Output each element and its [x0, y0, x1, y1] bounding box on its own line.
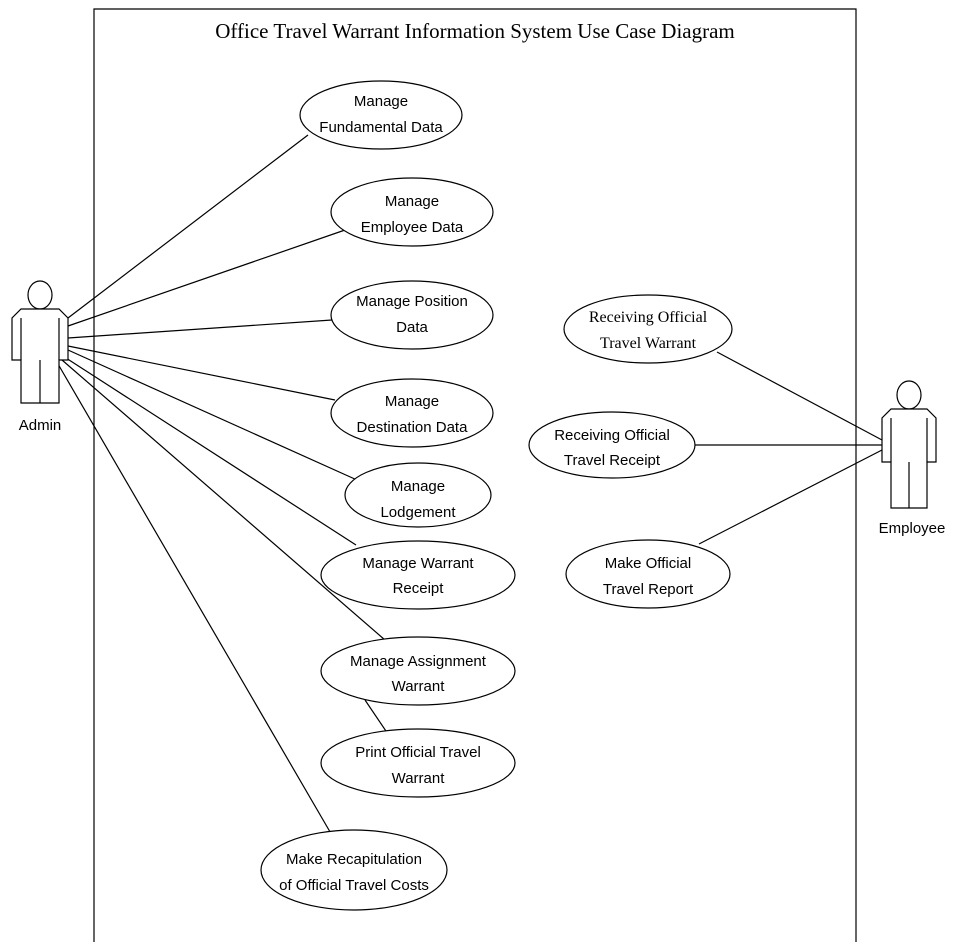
use-case-label: Lodgement [380, 504, 456, 521]
use-case-label: Travel Receipt [564, 452, 661, 469]
admin-associations [57, 134, 391, 838]
use-case-receiving-official-travel-warrant[interactable]: Receiving Official Travel Warrant [563, 294, 733, 364]
use-case-label: Make Recapitulation [286, 851, 422, 868]
actor-head [27, 280, 53, 310]
actor-body [881, 408, 937, 509]
use-case-label: Manage Warrant [362, 555, 474, 572]
use-case-label: Fundamental Data [319, 119, 443, 136]
use-case-label: Warrant [392, 770, 446, 787]
use-case-label: Receiving Official [554, 427, 670, 444]
use-case-label: Employee Data [361, 219, 464, 236]
association-line [67, 319, 333, 339]
use-case-label: Manage Assignment [350, 653, 487, 670]
use-case-label: Travel Report [603, 581, 694, 598]
use-case-manage-employee-data[interactable]: Manage Employee Data [330, 177, 494, 247]
admin-actor[interactable]: Admin [11, 280, 69, 434]
use-case-manage-fundamental-data[interactable]: Manage Fundamental Data [299, 80, 463, 150]
use-case-label: Manage [385, 193, 439, 210]
association-line [65, 357, 357, 546]
use-case-label: Make Official [605, 555, 691, 572]
use-case-label: Manage [391, 478, 445, 495]
actor-head [896, 380, 922, 410]
association-line [61, 359, 386, 641]
use-case-manage-position-data[interactable]: Manage Position Data [330, 280, 494, 350]
association-line [67, 229, 346, 327]
system-boundary [93, 8, 857, 942]
use-case-label: Manage [385, 393, 439, 410]
use-case-label: Receipt [393, 580, 445, 597]
use-case-make-official-travel-report[interactable]: Make Official Travel Report [565, 539, 731, 609]
association-line [698, 449, 883, 545]
use-case-manage-assignment-warrant[interactable]: Manage Assignment Warrant [320, 636, 516, 706]
association-line [67, 349, 358, 481]
employee-associations [694, 351, 883, 545]
use-case-print-official-travel-warrant[interactable]: Print Official Travel Warrant [320, 728, 516, 798]
use-case-receiving-official-travel-receipt[interactable]: Receiving Official Travel Receipt [528, 411, 696, 479]
association-line [67, 134, 309, 319]
use-case-label: Travel Warrant [600, 335, 697, 352]
actor-body [11, 308, 69, 404]
association-line [57, 363, 334, 838]
use-case-manage-destination-data[interactable]: Manage Destination Data [330, 378, 494, 448]
association-line [67, 345, 336, 401]
use-case-label: Destination Data [357, 419, 469, 436]
use-case-label: of Official Travel Costs [279, 877, 429, 894]
use-case-manage-lodgement[interactable]: Manage Lodgement [344, 462, 492, 528]
association-line [716, 351, 883, 441]
use-case-label: Receiving Official [589, 309, 708, 326]
use-case-label: Data [396, 319, 428, 336]
use-case-manage-warrant-receipt[interactable]: Manage Warrant Receipt [320, 540, 516, 610]
employee-actor[interactable]: Employee [879, 380, 946, 537]
use-case-label: Manage Position [356, 293, 468, 310]
diagram-title: Office Travel Warrant Information System… [215, 19, 735, 43]
use-case-make-recapitulation[interactable]: Make Recapitulation of Official Travel C… [260, 829, 448, 911]
use-case-label: Print Official Travel [355, 744, 481, 761]
use-case-label: Manage [354, 93, 408, 110]
employee-label: Employee [879, 520, 946, 537]
admin-label: Admin [19, 417, 62, 434]
use-case-label: Warrant [392, 678, 446, 695]
